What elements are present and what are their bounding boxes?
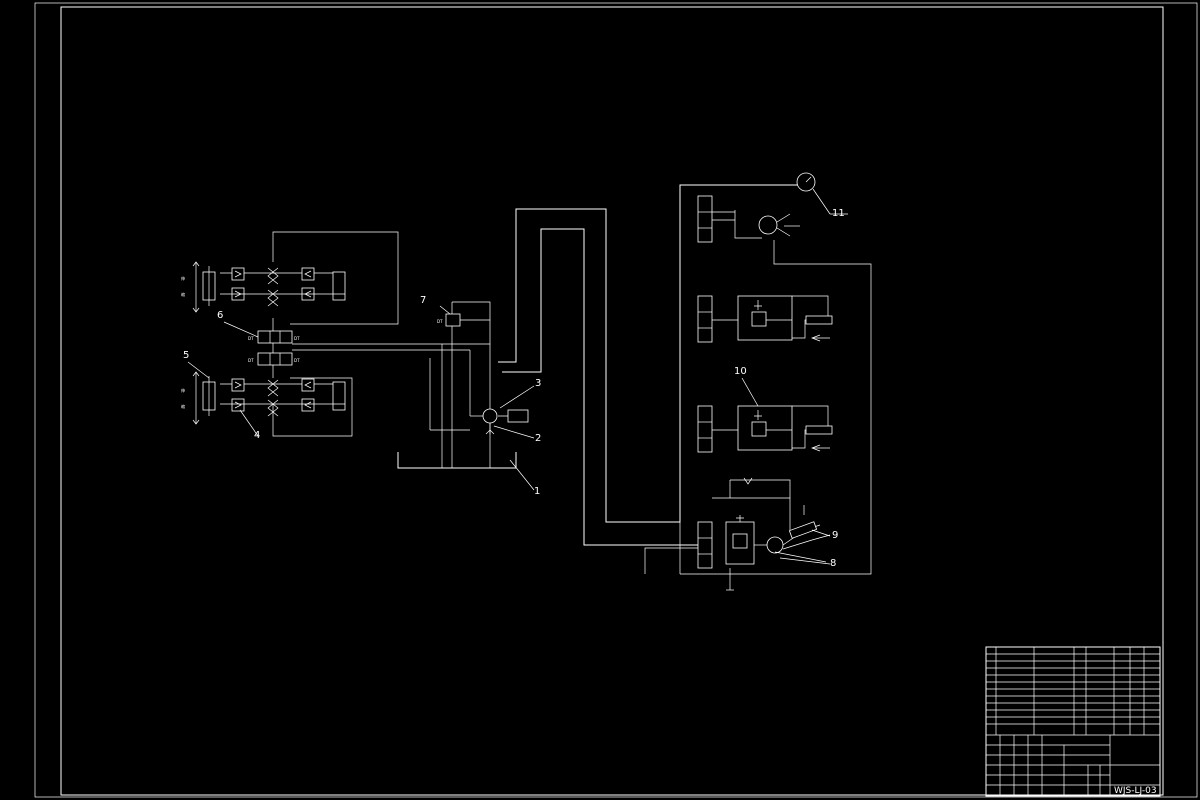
drawing-number: WJS-LJ-03 [1114,786,1157,796]
svg-text:DT: DT [294,336,300,341]
pump-station: DT [397,301,529,469]
callout-6: 6 [217,310,223,321]
right-valve-stack [644,172,872,591]
title-block [985,646,1161,797]
svg-text:缩: 缩 [181,291,185,297]
svg-text:缩: 缩 [181,403,185,409]
outer-sheet-border [34,2,1198,798]
svg-text:伸: 伸 [181,387,185,393]
callout-8: 8 [830,558,836,569]
svg-text:DT: DT [437,319,443,324]
callout-10: 10 [734,366,747,377]
lower-cylinder-group: 伸 缩 [181,371,353,437]
callout-9: 9 [832,530,838,541]
svg-text:DT: DT [248,358,254,363]
callout-3: 3 [535,378,541,389]
main-supply-lines [498,184,800,546]
callout-leaders [187,305,831,565]
upper-cylinder-group: 伸 缩 [181,231,399,325]
callout-4: 4 [254,430,260,441]
callout-11: 11 [832,208,845,219]
callout-7: 7 [420,295,426,306]
svg-text:伸: 伸 [181,275,185,281]
callout-2: 2 [535,433,541,444]
inner-drawing-frame [60,6,1164,796]
svg-text:DT: DT [248,336,254,341]
center-directional-valves: DT DT DT DT [248,318,490,378]
callout-1: 1 [534,486,540,497]
svg-text:DT: DT [294,358,300,363]
callout-5: 5 [183,350,189,361]
